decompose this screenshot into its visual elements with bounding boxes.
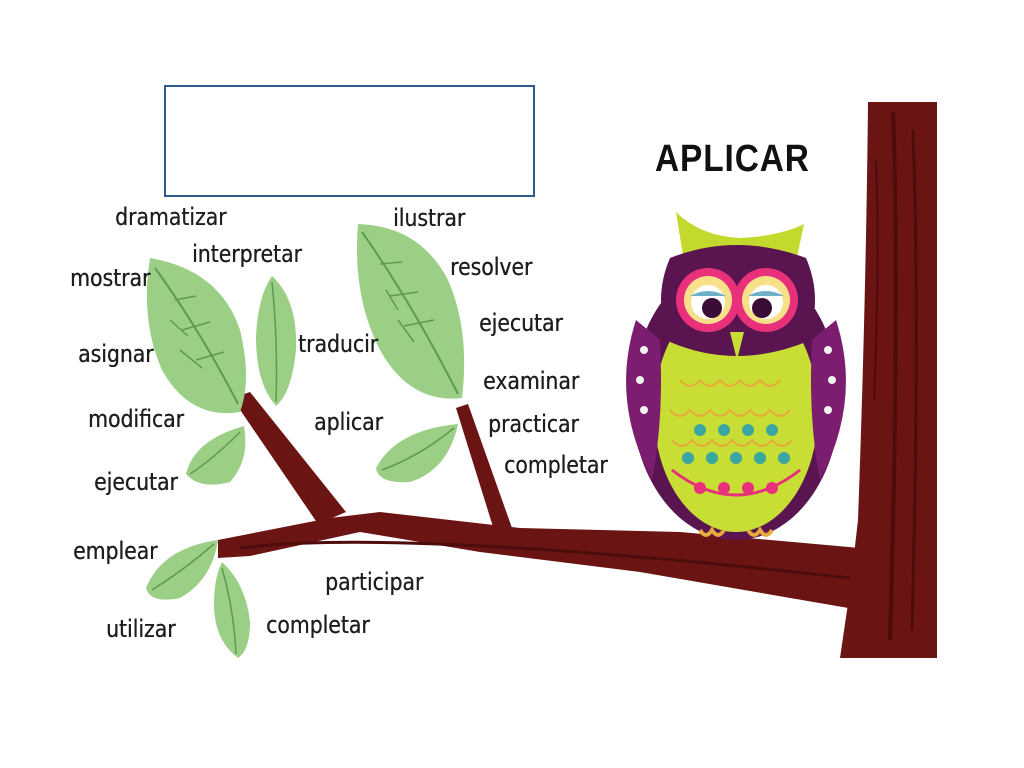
diagram-title: APLICAR: [655, 138, 810, 180]
word-examinar: examinar: [483, 367, 580, 395]
leaf: [356, 224, 465, 399]
word-participar: participar: [325, 568, 424, 596]
left-branch: [232, 392, 346, 524]
word-practicar: practicar: [488, 410, 579, 438]
word-asignar: asignar: [78, 340, 154, 368]
word-completar: completar: [266, 611, 370, 639]
word-utilizar: utilizar: [106, 615, 176, 643]
word-emplear: emplear: [73, 537, 158, 565]
word-traducir: traducir: [298, 330, 379, 358]
word-ejecutar: ejecutar: [94, 468, 178, 496]
word-ejecutar: ejecutar: [479, 309, 563, 337]
word-completar: completar: [504, 451, 608, 479]
word-dramatizar: dramatizar: [115, 203, 227, 231]
word-resolver: resolver: [450, 253, 533, 281]
word-ilustrar: ilustrar: [393, 204, 466, 232]
word-modificar: modificar: [88, 405, 184, 433]
word-aplicar: aplicar: [314, 408, 383, 436]
word-mostrar: mostrar: [70, 264, 151, 292]
tree-trunk: [840, 102, 937, 658]
leaves: [146, 224, 465, 658]
center-branch: [456, 404, 512, 530]
owl-illustration: [626, 212, 846, 540]
empty-text-box[interactable]: [164, 85, 535, 197]
main-branch: [218, 512, 860, 610]
word-interpretar: interpretar: [192, 240, 302, 268]
